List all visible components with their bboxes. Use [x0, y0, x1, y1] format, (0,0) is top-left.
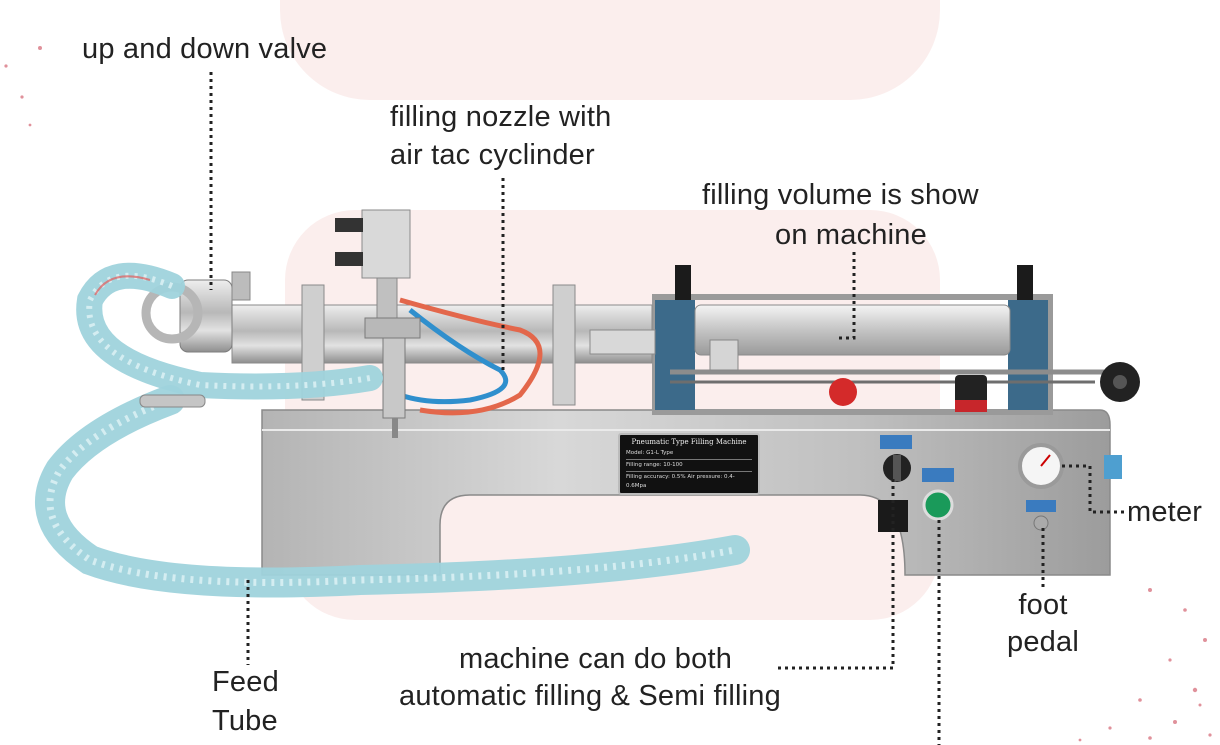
label-mode-line2: automatic filling & Semi filling — [399, 680, 781, 712]
label-nozzle-line2: air tac cyclinder — [390, 139, 595, 171]
label-feed-line2: Tube — [212, 705, 278, 737]
label-volume-line1: filling volume is show — [702, 179, 979, 211]
label-meter: meter — [1127, 496, 1203, 528]
label-foot-line1: foot — [1018, 589, 1068, 621]
label-mode-line1: machine can do both — [459, 643, 733, 675]
label-nozzle-line1: filling nozzle with — [390, 101, 612, 133]
nameplate: Pneumatic Type Filling Machine Model: G1… — [618, 433, 760, 495]
label-foot-line2: pedal — [1007, 626, 1079, 658]
power-button — [922, 489, 954, 521]
nameplate-title: Pneumatic Type Filling Machine — [631, 438, 747, 446]
leader-mode — [778, 478, 895, 670]
leader-volume — [838, 252, 856, 340]
label-volume-line2: on machine — [775, 219, 927, 251]
leader-lines — [209, 72, 1124, 745]
nameplate-row-range: Filling range: 10-100 — [626, 462, 683, 468]
leader-meter — [1062, 464, 1124, 514]
label-feed-line1: Feed — [212, 666, 279, 698]
background-blob-top — [280, 0, 940, 100]
label-up-down-valve: up and down valve — [82, 33, 328, 65]
nameplate-row-model: Model: G1-L Type — [626, 450, 674, 456]
nameplate-row-accuracy: Filling accuracy: 0.5% Air pressure: 0.4… — [626, 474, 735, 489]
nozzle-air-cylinder — [361, 209, 411, 279]
decorative-dots — [4, 46, 1212, 742]
